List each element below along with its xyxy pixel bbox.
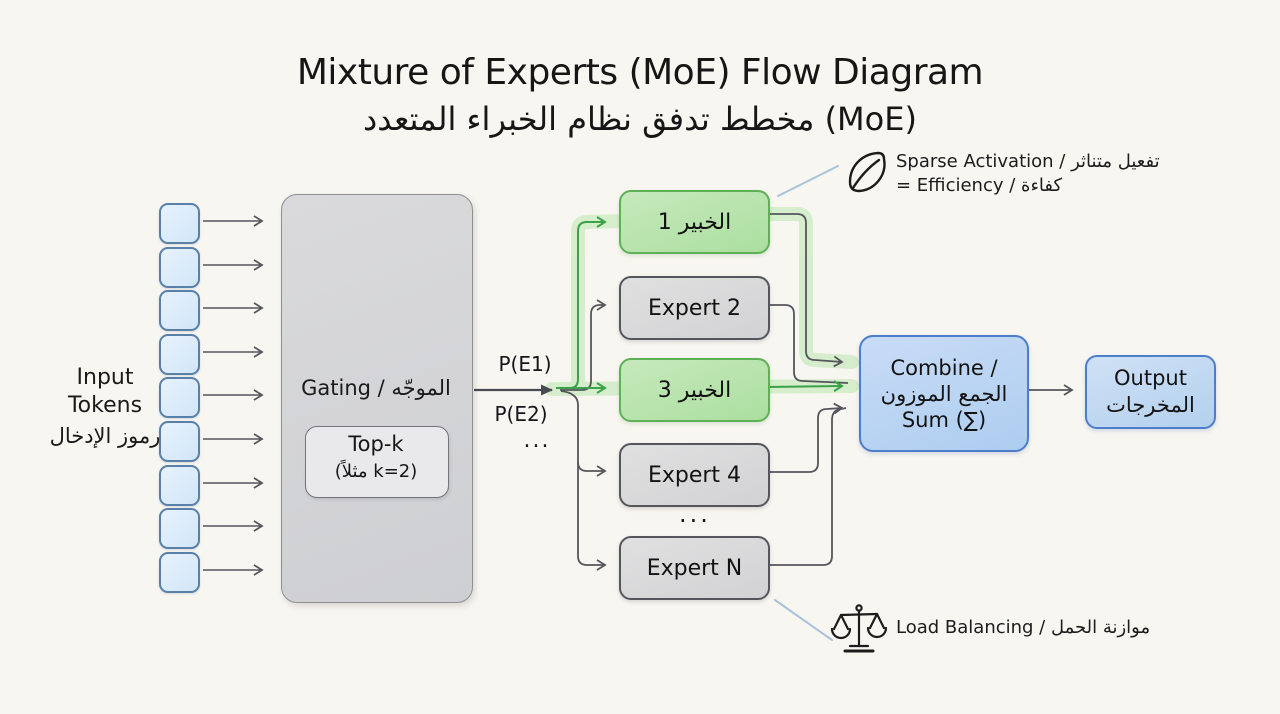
topk-title: Top-k: [348, 432, 404, 456]
combine-line1: Combine /: [890, 355, 998, 380]
annotation-leaders: [774, 165, 839, 641]
gating-box: [281, 194, 473, 603]
load-balancing-label: Load Balancing / موازنة الحمل: [896, 617, 1151, 638]
output-line1: Output: [1114, 366, 1187, 390]
sparse-activation-line2: = Efficiency / كفاءة: [896, 175, 1063, 196]
token-arrows: [203, 215, 264, 576]
input-tokens-label: Input Tokens رموز الإدخال: [30, 364, 180, 450]
prob-ellipsis: ...: [523, 428, 551, 453]
sparse-activation-line1: Sparse Activation / تفعيل متناثر: [896, 151, 1160, 172]
topk-box: [305, 426, 449, 498]
input-token: [159, 421, 200, 462]
input-token: [159, 377, 200, 418]
gating-label: Gating / الموجّه: [301, 376, 451, 400]
load-balancing-annotation: Load Balancing / موازنة الحمل: [896, 616, 1196, 640]
input-tokens-label-line2: Tokens: [67, 393, 143, 418]
input-token: [159, 203, 200, 244]
input-tokens-label-line1: Input: [76, 365, 134, 390]
experts-ellipsis: ...: [679, 500, 711, 528]
combine-line3: Sum (∑): [901, 407, 987, 432]
output-line2: المخرجات: [1106, 393, 1195, 417]
combine-box: Combine / الجمع الموزون Sum (∑): [859, 335, 1029, 452]
input-token: [159, 465, 200, 506]
prob-e2-label: P(E2): [494, 402, 548, 426]
input-token: [159, 552, 200, 593]
expert-n-box: Expert N: [619, 536, 770, 600]
scales-icon: [830, 604, 888, 653]
prob-e1-label: P(E1): [498, 352, 552, 376]
leaf-icon: [848, 151, 886, 193]
expert-4-box: Expert 4: [619, 443, 770, 507]
output-box: Output المخرجات: [1085, 355, 1216, 429]
expert-3-box: الخبير 3: [619, 358, 770, 422]
gate-branch-arrows: [556, 216, 607, 571]
input-tokens-label-arabic: رموز الإدخال: [49, 424, 161, 448]
expert-2-box: Expert 2: [619, 276, 770, 340]
topk-note: (مثلاً k=2): [334, 461, 418, 482]
input-token: [159, 508, 200, 549]
input-token: [159, 334, 200, 375]
diagram-title: Mixture of Experts (MoE) Flow Diagram: [296, 52, 984, 93]
sparse-activation-annotation: Sparse Activation / تفعيل متناثر = Effic…: [896, 150, 1226, 198]
expert-1-box: الخبير 1: [619, 190, 770, 254]
expert-output-arrows: [765, 213, 849, 566]
combine-line2: الجمع الموزون: [880, 381, 1008, 406]
diagram-title-arabic: مخطط تدفق نظام الخبراء المتعدد (MoE): [363, 100, 917, 138]
input-token: [159, 247, 200, 288]
input-token: [159, 290, 200, 331]
